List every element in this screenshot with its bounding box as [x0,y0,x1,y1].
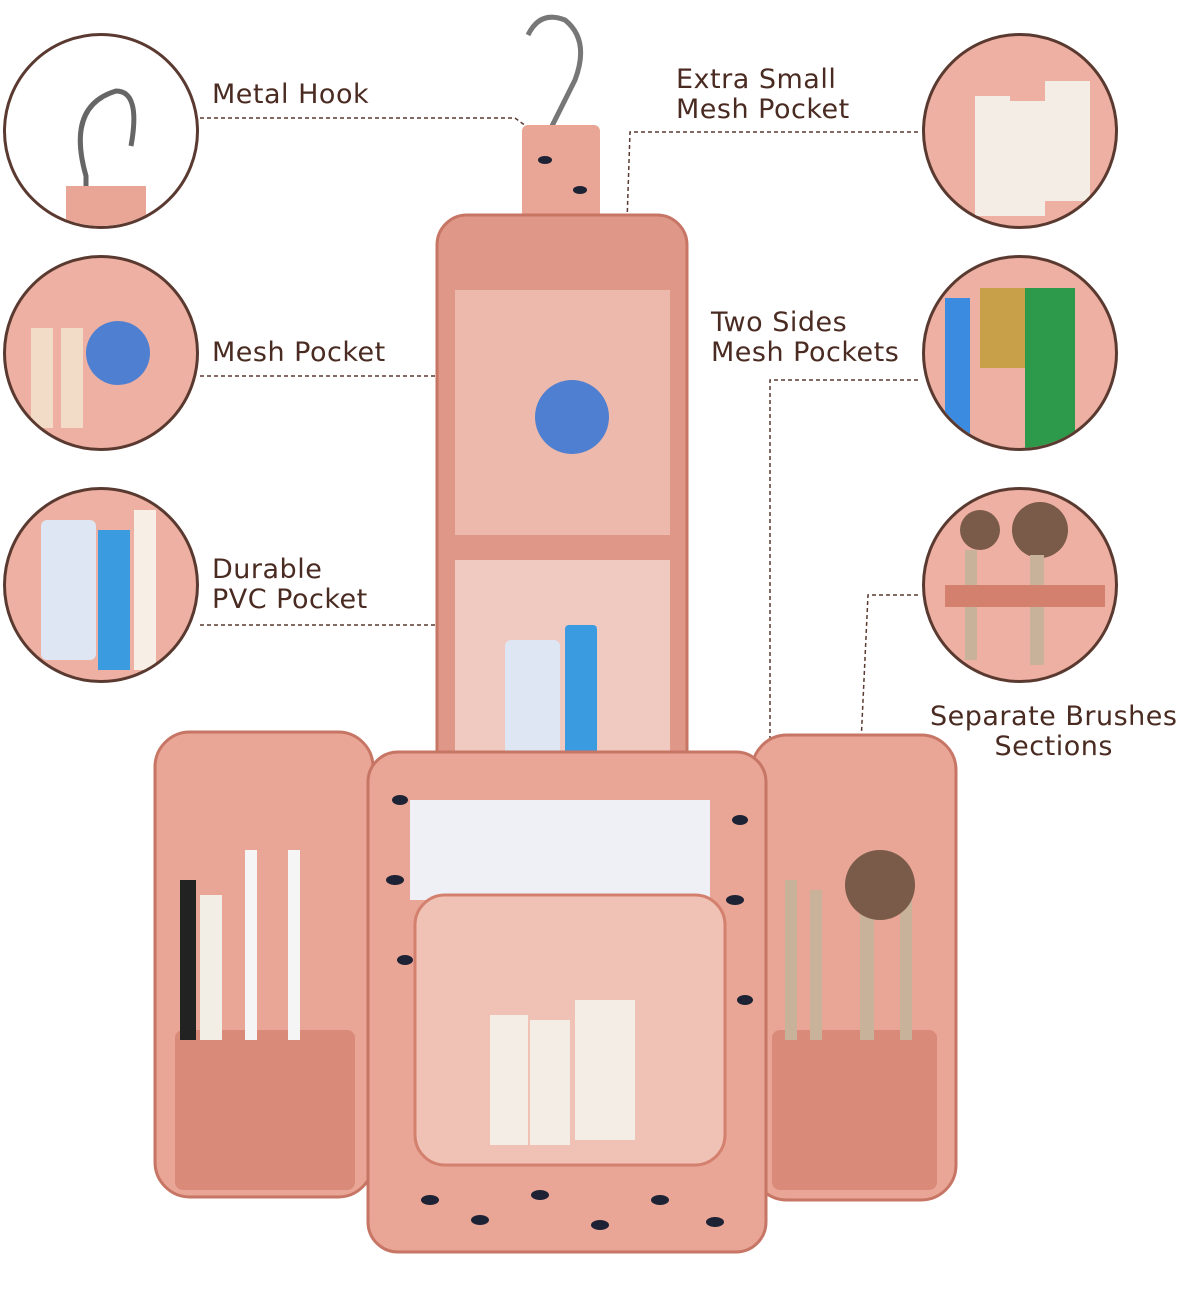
detail-circle-mesh-pocket [3,255,199,451]
leopard-print [386,156,753,1230]
label-durable-pvc-pocket: Durable PVC Pocket [212,555,368,615]
label-mesh-pocket: Mesh Pocket [212,337,386,368]
left-brush-pocket [175,1030,355,1190]
tube [565,625,597,785]
label-metal-hook: Metal Hook [212,79,370,110]
label-separate-brushes-sections: Separate Brushes Sections [930,702,1177,762]
sample-tubes [490,1000,635,1145]
detail-circle-extra-small-mesh-pocket [922,33,1118,229]
brush-head [845,850,915,920]
label-line: Mesh Pocket [676,94,850,125]
detail-circle-pvc-pocket [3,487,199,683]
label-line: Separate Brushes [930,701,1178,732]
detail-circle-brush-sections [922,487,1118,683]
right-brush-pocket [772,1030,937,1190]
label-line: PVC Pocket [212,584,368,615]
hang-tab [522,125,600,220]
label-extra-small-mesh-pocket: Extra Small Mesh Pocket [676,65,850,125]
compact-case [535,380,609,454]
detail-circle-metal-hook [3,33,199,229]
bottle [505,640,560,775]
label-two-sides-mesh-pockets: Two Sides Mesh Pockets [711,308,899,368]
brushes [785,880,912,1040]
label-line: Two Sides [711,307,848,338]
detail-circle-two-sides-mesh-pockets [922,255,1118,451]
label-line: Extra Small [676,64,837,95]
jars [410,800,710,900]
label-line: Sections [994,731,1113,762]
metal-hook [525,14,584,142]
label-line: Mesh Pockets [711,337,900,368]
toothbrushes [180,850,300,1040]
label-line: Durable [212,554,323,585]
